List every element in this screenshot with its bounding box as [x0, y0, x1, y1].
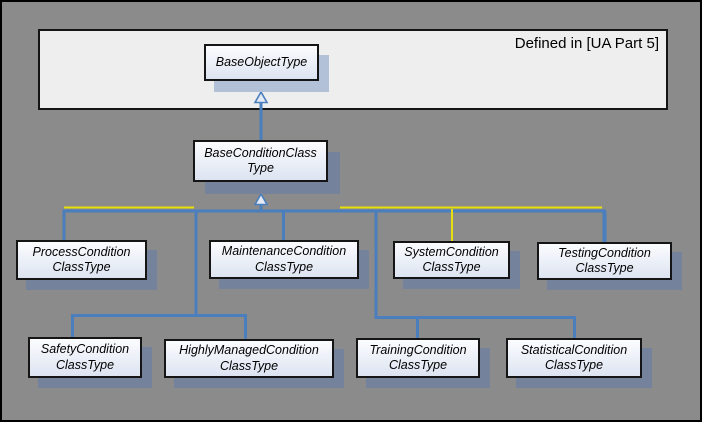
node-label-line: Type	[247, 161, 274, 175]
arrowhead-triangle-icon	[253, 90, 269, 104]
node-label-line: ProcessCondition	[32, 244, 131, 259]
panel-caption: Defined in [UA Part 5]	[514, 35, 659, 52]
defined-in-panel: Defined in [UA Part 5]	[38, 29, 668, 110]
node-label-line: BaseObjectType	[215, 54, 308, 69]
node-label-line: HighlyManagedCondition	[179, 343, 319, 357]
hassubtype-arrowhead-baseobject	[253, 78, 269, 104]
node-label-line: ClassType	[52, 260, 111, 274]
node-label-line: TestingCondition	[558, 245, 651, 260]
node-label-line: ClassType	[544, 358, 604, 372]
node-label-line: SystemCondition	[404, 244, 499, 259]
node-label-line: ClassType	[254, 259, 314, 274]
node-base-object-type: BaseObjectType	[204, 44, 319, 81]
arrowhead-triangle-icon	[253, 192, 269, 206]
node-label-line: ClassType	[55, 357, 115, 372]
hassubtype-arrowhead-basecondition	[253, 180, 269, 206]
node-label-line: MaintenanceCondition	[221, 244, 347, 258]
node-label-line: TrainingCondition	[369, 342, 467, 357]
arrowhead-triangle-icon	[253, 180, 269, 194]
node-label-line: ClassType	[422, 260, 481, 274]
arrowhead-triangle-icon	[253, 78, 269, 92]
node-label-line: ClassType	[219, 358, 279, 373]
node-label-line: StatisticalCondition	[520, 342, 628, 357]
node-label-line: ClassType	[388, 358, 448, 372]
node-label-line: SafetyCondition	[40, 342, 130, 356]
node-label-line: BaseConditionClass	[204, 145, 317, 160]
node-label-line: ClassType	[575, 261, 634, 275]
